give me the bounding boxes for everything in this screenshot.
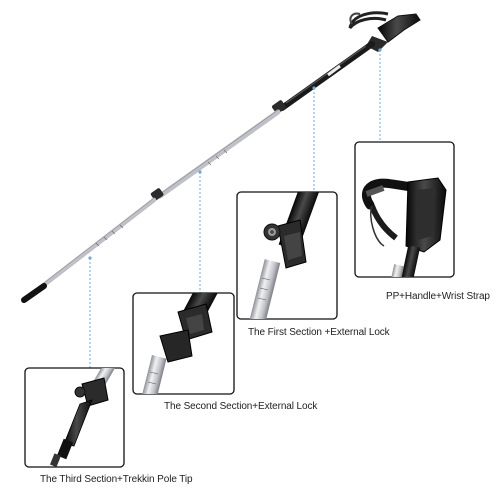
first-lock	[272, 100, 286, 114]
pole-tip	[21, 283, 47, 303]
caption-second-section: The Second Section+External Lock	[164, 401, 318, 412]
detail-box-first-section	[236, 191, 338, 320]
pole-tip-detail	[63, 399, 93, 447]
second-lock	[150, 188, 164, 201]
detail-box-third-section	[24, 367, 125, 468]
caption-handle: PP+Handle+Wrist Strap	[386, 291, 490, 302]
detail-box-second-section	[132, 292, 235, 395]
caption-third-section: The Third Section+Trekkin Pole Tip	[40, 474, 193, 485]
middle-section	[157, 109, 281, 199]
wrist-strap	[361, 178, 423, 210]
upper-section	[279, 41, 375, 111]
wrist-strap-loop	[348, 11, 389, 30]
leader-lines	[89, 50, 381, 368]
caption-first-section: The First Section +External Lock	[248, 327, 390, 338]
detail-box-handle	[354, 141, 455, 278]
trekking-pole-full	[21, 11, 421, 303]
third-lock-body	[81, 377, 109, 407]
